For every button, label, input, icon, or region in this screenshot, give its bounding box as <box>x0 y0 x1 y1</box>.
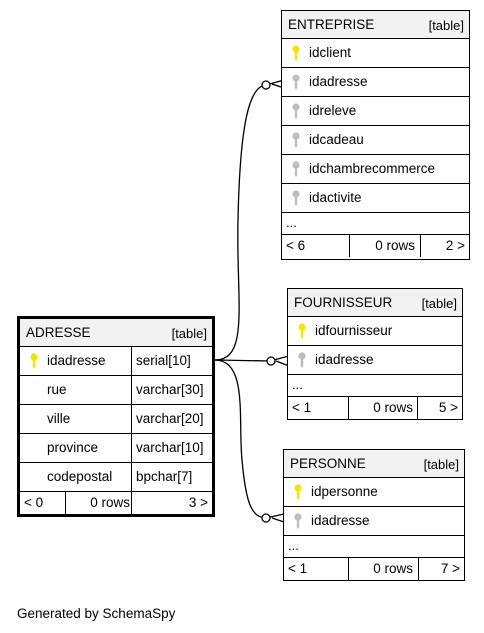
column-row[interactable]: idpersonne <box>284 478 464 507</box>
table-kind: [table] <box>171 326 207 341</box>
column-row[interactable]: idadresse serial[10] <box>20 347 212 376</box>
column-row[interactable]: idactivite <box>282 184 469 213</box>
table-name: FOURNISSEUR <box>294 295 393 310</box>
key-icon <box>292 190 300 206</box>
table-adresse[interactable]: ADRESSE [table] idadresse serial[10] rue va… <box>17 316 215 517</box>
column-name: idclient <box>309 45 352 60</box>
column-row[interactable]: idreleve <box>282 97 469 126</box>
row-count: 0 rows <box>90 495 130 510</box>
generator-caption: Generated by SchemaSpy <box>17 606 176 621</box>
table-header: PERSONNE [table] <box>284 450 464 478</box>
table-footer: < 6 0 rows 2 > <box>282 235 469 257</box>
row-count: 0 rows <box>373 561 413 576</box>
key-icon <box>292 45 300 61</box>
row-count: 0 rows <box>373 400 413 415</box>
key-icon <box>294 513 302 529</box>
row-count: 0 rows <box>375 238 415 253</box>
parents-count[interactable]: < 1 <box>292 400 312 415</box>
more-columns: ... <box>282 213 469 235</box>
key-icon <box>292 103 300 119</box>
column-row[interactable]: idcadeau <box>282 126 469 155</box>
column-name: idfournisseur <box>315 323 393 338</box>
more-columns: ... <box>288 375 462 397</box>
column-name: province <box>47 440 99 455</box>
children-count[interactable]: 7 > <box>440 561 460 576</box>
table-footer: < 0 0 rows 3 > <box>20 492 212 514</box>
key-icon <box>30 353 38 369</box>
table-entreprise[interactable]: ENTREPRISE [table] idclient idadresse idre… <box>281 10 470 260</box>
table-header: FOURNISSEUR [table] <box>288 289 462 317</box>
table-name: ENTREPRISE <box>288 17 375 32</box>
crowfoot-entreprise <box>261 80 271 90</box>
column-row[interactable]: rue varchar[30] <box>20 376 212 405</box>
key-icon <box>292 74 300 90</box>
table-personne[interactable]: PERSONNE [table] idpersonne idadresse ...… <box>283 449 465 581</box>
table-kind: [table] <box>428 18 464 33</box>
crowfoot-fournisseur <box>266 356 276 366</box>
column-row[interactable]: codepostal bpchar[7] <box>20 463 212 492</box>
column-row[interactable]: idadresse <box>282 68 469 97</box>
column-name: idcadeau <box>309 132 364 147</box>
column-name: idpersonne <box>311 484 378 499</box>
table-fournisseur[interactable]: FOURNISSEUR [table] idfournisseur idadres… <box>287 288 463 420</box>
key-icon <box>298 352 306 368</box>
column-type: serial[10] <box>131 347 191 375</box>
children-count[interactable]: 2 > <box>445 238 465 253</box>
column-name: ville <box>47 411 71 426</box>
column-row[interactable]: ville varchar[20] <box>20 405 212 434</box>
more-columns: ... <box>284 536 464 558</box>
column-name: idadresse <box>311 513 370 528</box>
column-name: codepostal <box>47 469 113 484</box>
crowfoot-personne <box>261 513 271 523</box>
table-kind: [table] <box>421 296 457 311</box>
table-name: PERSONNE <box>290 456 366 471</box>
column-type: bpchar[7] <box>131 463 192 491</box>
column-name: idadresse <box>315 352 374 367</box>
parents-count[interactable]: < 1 <box>288 561 308 576</box>
column-name: idactivite <box>309 190 362 205</box>
link-personne-adresse <box>214 359 285 519</box>
key-icon <box>294 484 302 500</box>
table-footer: < 1 0 rows 5 > <box>288 397 462 419</box>
column-name: idadresse <box>309 74 368 89</box>
column-name: rue <box>47 382 67 397</box>
table-header: ENTREPRISE [table] <box>282 11 469 39</box>
table-header: ADRESSE [table] <box>20 319 212 347</box>
parents-count[interactable]: < 0 <box>24 495 44 510</box>
table-name: ADRESSE <box>26 325 91 340</box>
parents-count[interactable]: < 6 <box>286 238 306 253</box>
link-entreprise-adresse <box>214 79 285 361</box>
column-type: varchar[30] <box>131 376 204 404</box>
column-row[interactable]: idadresse <box>284 507 464 536</box>
children-count[interactable]: 5 > <box>438 400 458 415</box>
column-row[interactable]: idfournisseur <box>288 317 462 346</box>
column-name: idreleve <box>309 103 357 118</box>
table-footer: < 1 0 rows 7 > <box>284 558 464 580</box>
column-type: varchar[20] <box>131 405 204 433</box>
column-row[interactable]: idclient <box>282 39 469 68</box>
column-row[interactable]: idadresse <box>288 346 462 375</box>
column-row[interactable]: idchambrecommerce <box>282 155 469 184</box>
column-name: idadresse <box>47 353 106 368</box>
key-icon <box>292 132 300 148</box>
table-kind: [table] <box>423 457 459 472</box>
key-icon <box>292 161 300 177</box>
column-row[interactable]: province varchar[10] <box>20 434 212 463</box>
column-name: idchambrecommerce <box>309 161 436 176</box>
children-count[interactable]: 3 > <box>188 495 208 510</box>
key-icon <box>298 323 306 339</box>
column-type: varchar[10] <box>131 434 204 462</box>
